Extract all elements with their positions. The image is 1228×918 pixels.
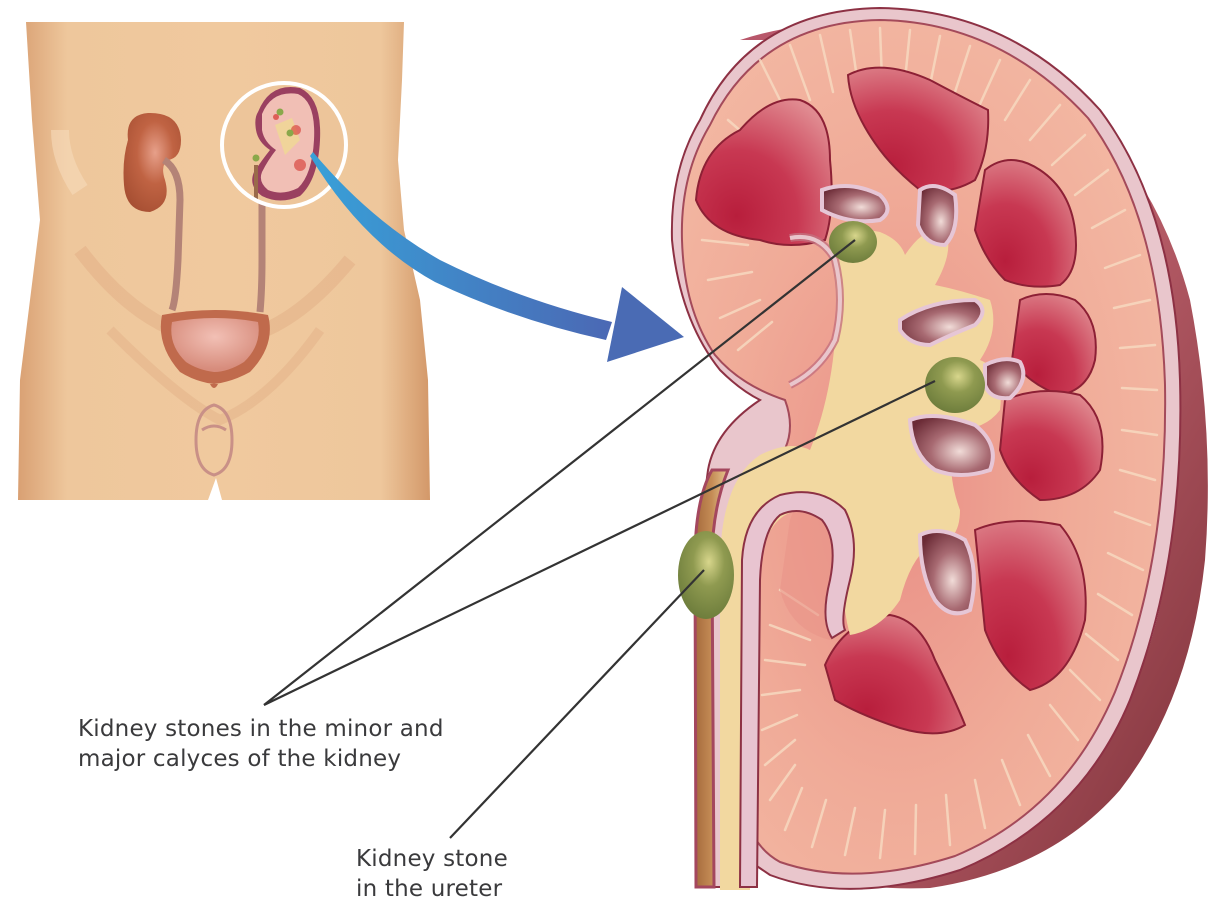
label-calyces-stones: Kidney stones in the minor and major cal… — [78, 714, 444, 774]
label-ureter-stone: Kidney stone in the ureter — [356, 844, 508, 904]
label-ureter-line1: Kidney stone — [356, 846, 508, 872]
label-calyces-line1: Kidney stones in the minor and — [78, 716, 444, 742]
torso-panel — [18, 22, 430, 500]
label-ureter-line2: in the ureter — [356, 876, 503, 902]
stone-major-calyx-icon — [925, 357, 985, 413]
stone-ureter-icon — [678, 531, 734, 619]
kidney-small-icon — [123, 112, 181, 212]
minor-calyces — [820, 184, 1026, 616]
magnifier-circle — [220, 81, 348, 209]
leader-lines — [263, 239, 936, 839]
renal-pyramids — [694, 66, 1104, 735]
zoom-arrow — [310, 152, 684, 362]
label-calyces-line2: major calyces of the kidney — [78, 746, 402, 772]
kidney-cross-section — [670, 6, 1208, 890]
